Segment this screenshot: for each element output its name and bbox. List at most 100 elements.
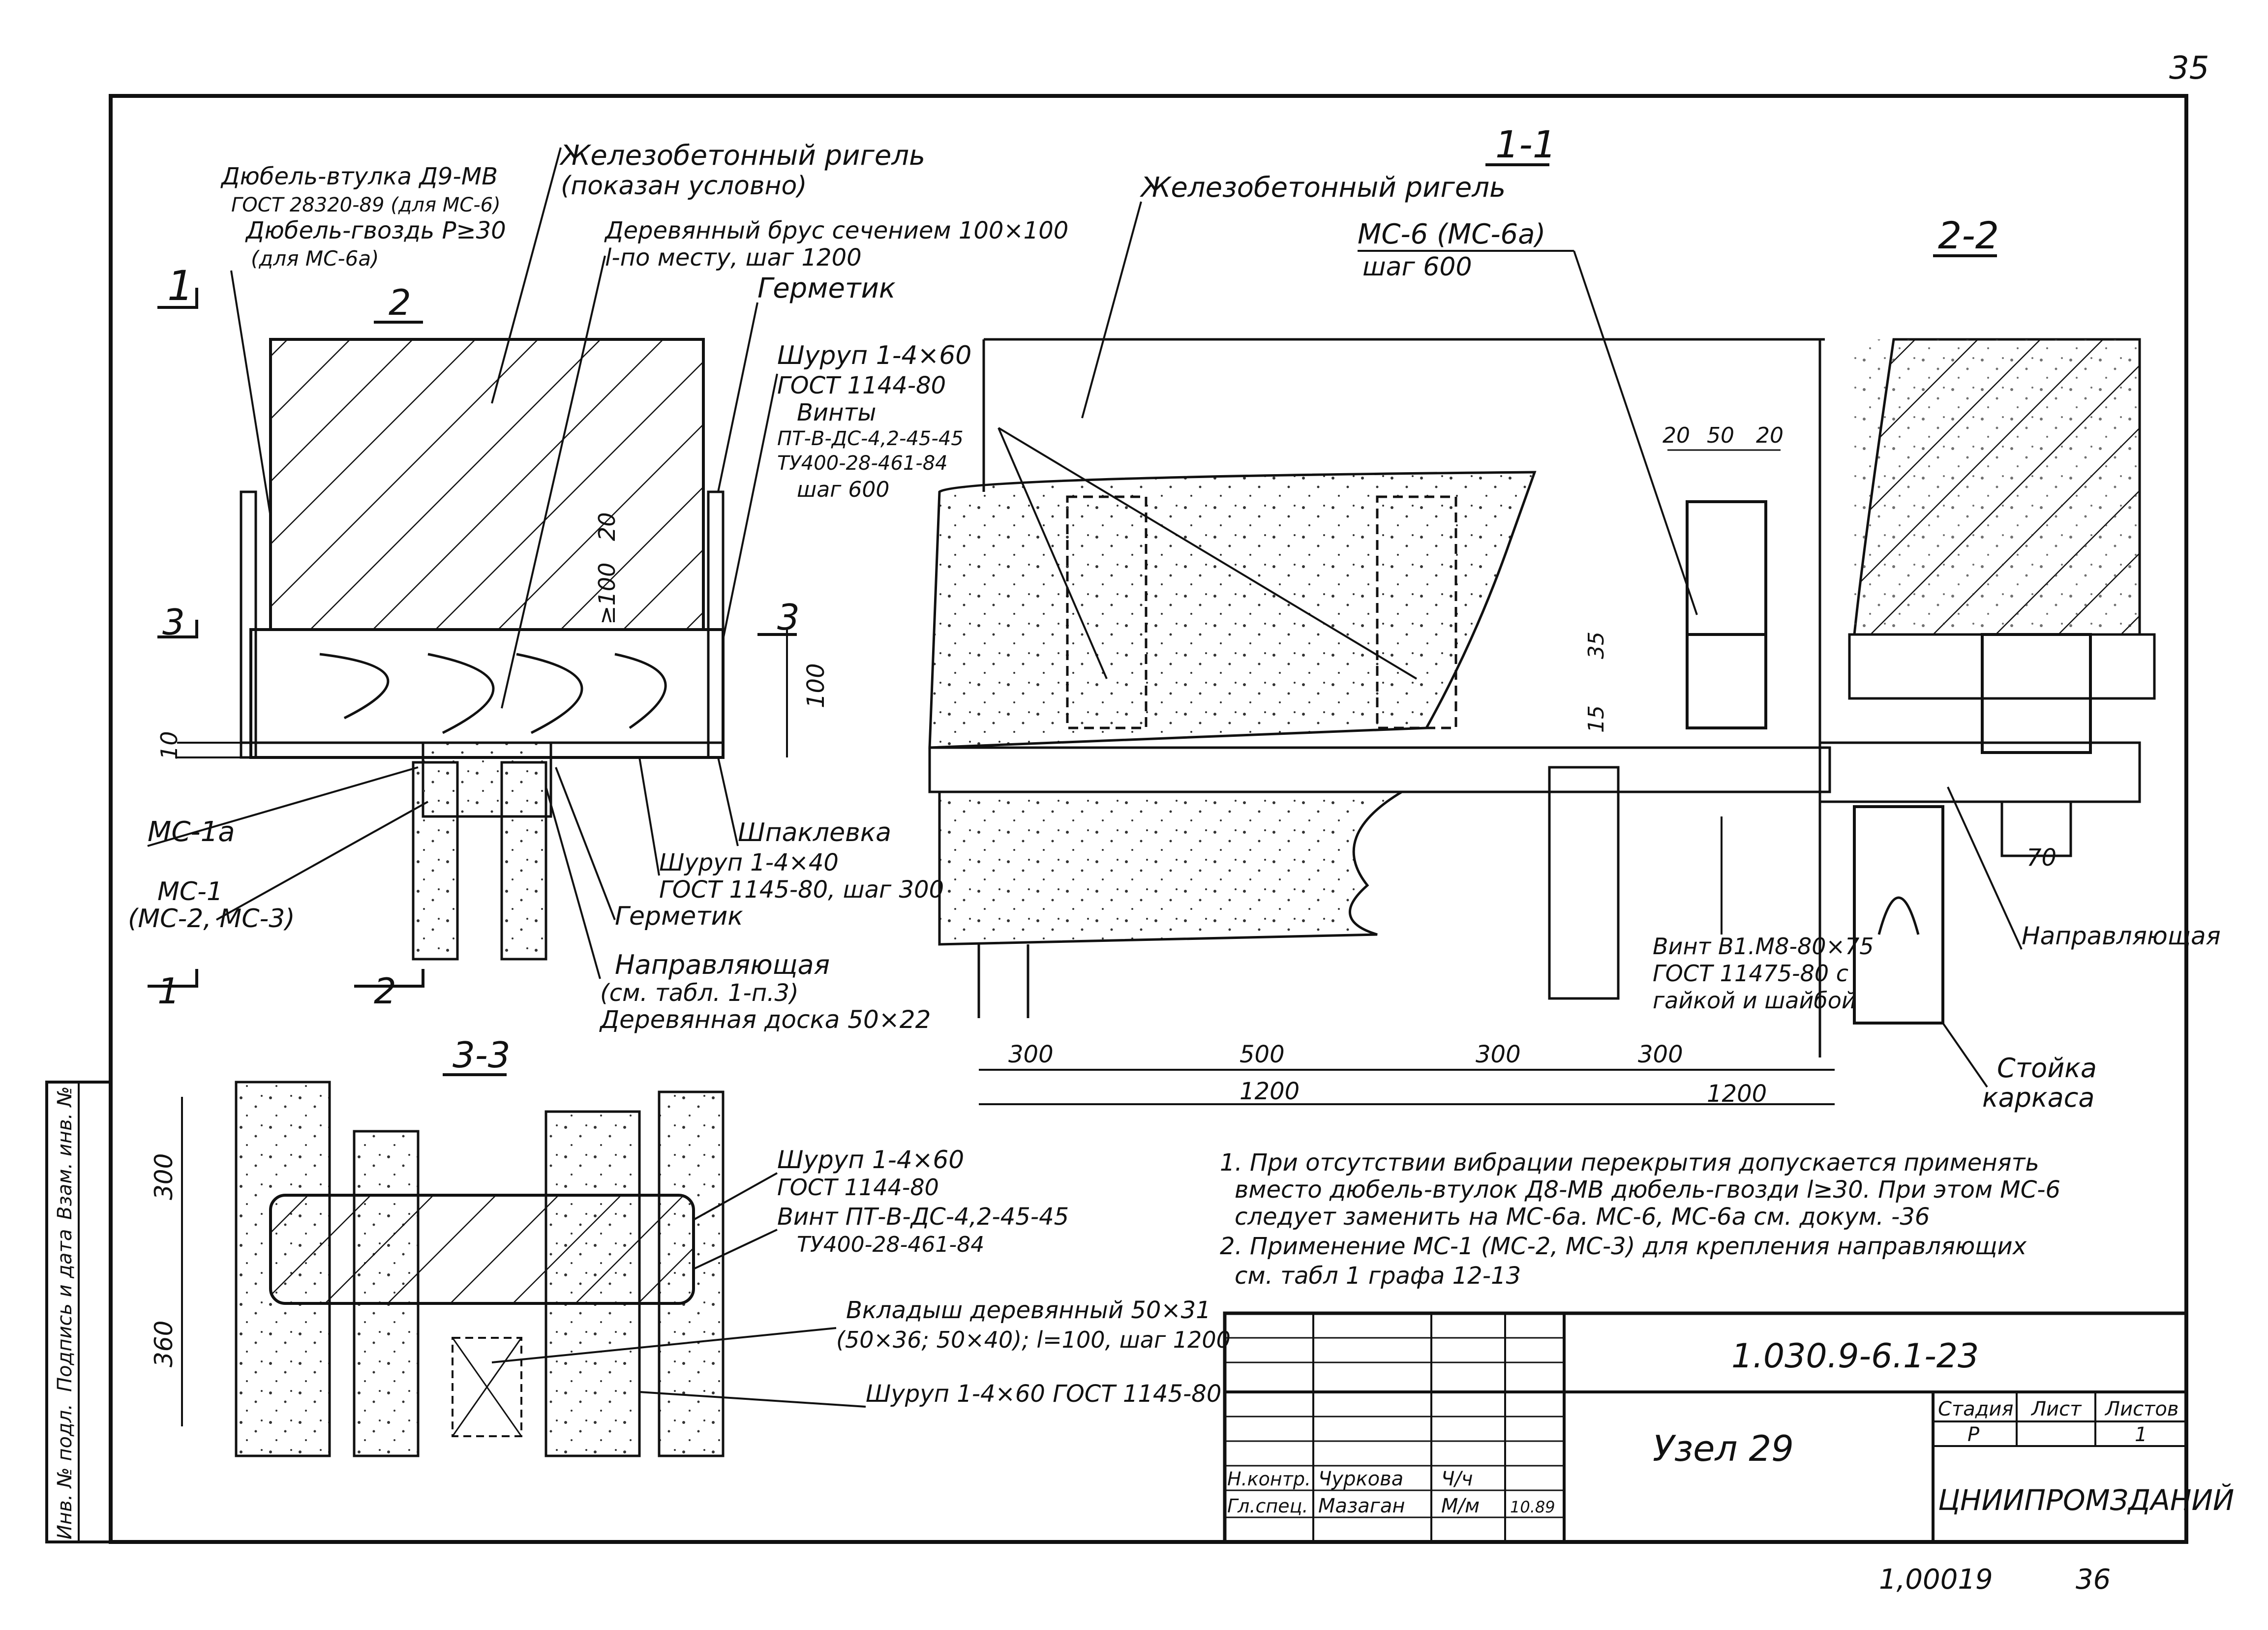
callout-screw-top-line1: Шуруп 1-4×60 bbox=[777, 341, 971, 370]
notes: 1. При отсутствии вибрации перекрытия до… bbox=[1220, 1149, 2060, 1290]
note-line-3: следует заменить на МС-6а. МС-6, МС-6а с… bbox=[1235, 1203, 1930, 1231]
callout-dowel-line2: ГОСТ 28320-89 (для МС-6) bbox=[231, 194, 501, 216]
dim-bottom-300b: 300 bbox=[1476, 1041, 1521, 1068]
stud-right bbox=[500, 761, 547, 961]
left-section bbox=[177, 338, 788, 961]
note-line-4: 2. Применение МС-1 (МС-2, МС-3) для креп… bbox=[1220, 1233, 2027, 1260]
s33-screw-3: Винт ПТ-В-ДС-4,2-45-45 bbox=[777, 1203, 1069, 1231]
dim-side-15: 15 bbox=[1584, 705, 1609, 733]
callout-screw-top: Шуруп 1-4×60 ГОСТ 1144-80 Винты ПТ-В-ДС-… bbox=[722, 341, 971, 640]
dim-total-1200b: 1200 bbox=[1707, 1080, 1767, 1108]
tb-row1-role: Н.контр. bbox=[1227, 1468, 1311, 1490]
title-sheet-h: Лист bbox=[2030, 1398, 2082, 1420]
dim-300-s33: 300 bbox=[150, 1153, 178, 1200]
s33-insert bbox=[452, 1337, 522, 1437]
slab-22-dots bbox=[1854, 339, 2140, 634]
dim-70: 70 bbox=[2026, 844, 2056, 872]
s33-insert-1: Вкладыш деревянный 50×31 bbox=[846, 1297, 1211, 1324]
dim-10-left: 10 bbox=[156, 731, 182, 760]
dims-bottom-11: 300 500 300 300 1200 1200 bbox=[979, 1041, 1835, 1108]
title-block bbox=[1223, 1311, 2188, 1544]
dim-ge100: ≥100 bbox=[594, 563, 620, 625]
title-sheets-v: 1 bbox=[2135, 1423, 2147, 1446]
tb-row2-role: Гл.спец. bbox=[1227, 1495, 1308, 1517]
guide-label-22: Направляющая bbox=[2022, 922, 2221, 950]
beam-lower-concrete bbox=[938, 790, 1407, 946]
s33-screw-2: ГОСТ 1144-80 bbox=[777, 1174, 939, 1201]
callout-sealant-top: Герметик bbox=[757, 272, 896, 304]
cut-marker-2-top: 2 bbox=[389, 282, 411, 323]
callout-dowel: Дюбель-втулка Д9-МВ ГОСТ 28320-89 (для М… bbox=[220, 163, 506, 517]
callout-dowel-line4: (для МС-6а) bbox=[251, 246, 379, 271]
dim-bottom-300c: 300 bbox=[1638, 1041, 1683, 1068]
bottom-page: 36 bbox=[2076, 1564, 2111, 1596]
tb-row1-sign: Ч/ч bbox=[1441, 1468, 1473, 1490]
callout-putty: Шпаклевка bbox=[738, 818, 891, 847]
callout-screw-top-line4: ПТ-В-ДС-4,2-45-45 bbox=[777, 427, 964, 450]
s33-screw2: Шуруп 1-4×60 ГОСТ 1145-80 bbox=[866, 1380, 1221, 1408]
bracket-left bbox=[1066, 495, 1148, 729]
sheet-frame bbox=[109, 94, 2188, 1544]
bolt-callout-1: Винт В1.М8-80×75 bbox=[1653, 933, 1874, 960]
tb-row1-name: Чуркова bbox=[1318, 1468, 1403, 1490]
mc6-plate-lower bbox=[1686, 633, 1767, 729]
callout-screw-low-1: Шуруп 1-4×40 bbox=[659, 849, 839, 876]
label-mc1: МС-1 bbox=[157, 877, 223, 906]
bar-22-lower bbox=[1818, 741, 2141, 803]
dim-total-1200a: 1200 bbox=[1240, 1078, 1300, 1105]
cut-marker-1-bottom: 1 bbox=[157, 970, 180, 1012]
callout-screw-top-line2: ГОСТ 1144-80 bbox=[777, 372, 946, 399]
cut-marker-2-bottom: 2 bbox=[374, 970, 396, 1012]
mc-label-11: МС-6 (МС-6а) bbox=[1358, 218, 1545, 250]
side-stamp: Инв. № подл. Подпись и дата Взам. инв. № bbox=[45, 1081, 112, 1543]
bolt-callout-2: ГОСТ 11475-80 с bbox=[1653, 960, 1848, 987]
wood-grain bbox=[319, 653, 667, 734]
stud-left bbox=[412, 761, 459, 961]
post-22 bbox=[1853, 805, 1944, 1025]
title-org: ЦНИИПРОМЗДАНИЙ bbox=[1938, 1483, 2234, 1517]
dim-bottom-300a: 300 bbox=[1008, 1041, 1054, 1068]
s33-screw-4: ТУ400-28-461-84 bbox=[797, 1232, 984, 1257]
side-stamp-inv: Инв. № подл. bbox=[54, 1404, 76, 1539]
beam-lower-hatch bbox=[928, 746, 1831, 793]
note-line-2: вместо дюбель-втулок Д8-МВ дюбель-гвозди… bbox=[1235, 1176, 2060, 1204]
section-11 bbox=[928, 338, 1831, 1018]
callout-screw-low-2: ГОСТ 1145-80, шаг 300 bbox=[659, 876, 944, 904]
s33-screw-1: Шуруп 1-4×60 bbox=[777, 1146, 964, 1174]
s33-screw-callout: Шуруп 1-4×60 ГОСТ 1144-80 Винт ПТ-В-ДС-4… bbox=[693, 1146, 1069, 1270]
dim-bottom-500: 500 bbox=[1240, 1041, 1285, 1068]
section-22 bbox=[1818, 338, 2156, 1057]
dim-100-left: 100 bbox=[802, 663, 830, 708]
bottom-ref: 1,00019 bbox=[1879, 1564, 1993, 1596]
section-33 bbox=[235, 1081, 725, 1457]
cut-marker-1-top-line bbox=[157, 288, 198, 309]
callout-dowel-line1: Дюбель-втулка Д9-МВ bbox=[220, 163, 498, 190]
callout-beam: Железобетонный ригель (показан условно) bbox=[491, 140, 925, 404]
callout-bar-line1: Деревянный брус сечением 100×100 bbox=[604, 217, 1068, 244]
tb-row2-name: Мазаган bbox=[1318, 1495, 1405, 1517]
mc6-plate bbox=[1686, 500, 1767, 729]
page-number: 35 bbox=[2169, 50, 2209, 87]
callout-beam-line1: Железобетонный ригель bbox=[559, 140, 925, 172]
callout-guide-2: (см. табл. 1-п.3) bbox=[600, 979, 799, 1007]
mc-step-11: шаг 600 bbox=[1362, 252, 1472, 282]
title-code: 1.030.9-6.1-23 bbox=[1731, 1337, 1979, 1376]
title-stage-v: Р bbox=[1967, 1423, 1980, 1446]
side-stamp-replace: Взам. инв. № bbox=[54, 1086, 76, 1220]
s33-insert-2: (50×36; 50×40); l=100, шаг 1200 bbox=[836, 1327, 1231, 1353]
bar-22 bbox=[1848, 633, 2156, 700]
post-11 bbox=[1548, 766, 1620, 1000]
beam-label-11: Железобетонный ригель bbox=[1140, 172, 1506, 204]
section-33-title: 3-3 bbox=[453, 1034, 511, 1076]
note-line-5: см. табл 1 графа 12-13 bbox=[1235, 1262, 1521, 1290]
cut-marker-3-right: 3 bbox=[777, 597, 800, 638]
left-wood-bar bbox=[249, 628, 725, 759]
callout-dowel-line3: Дюбель-гвоздь Р≥30 bbox=[245, 217, 506, 244]
section-22-title: 2-2 bbox=[1938, 213, 1999, 257]
dim-side-35: 35 bbox=[1584, 632, 1609, 659]
tb-row2-date: 10.89 bbox=[1510, 1498, 1555, 1516]
title-name: Узел 29 bbox=[1653, 1428, 1794, 1469]
tb-row2-sign: М/м bbox=[1441, 1495, 1480, 1517]
s33-bar bbox=[269, 1194, 695, 1305]
